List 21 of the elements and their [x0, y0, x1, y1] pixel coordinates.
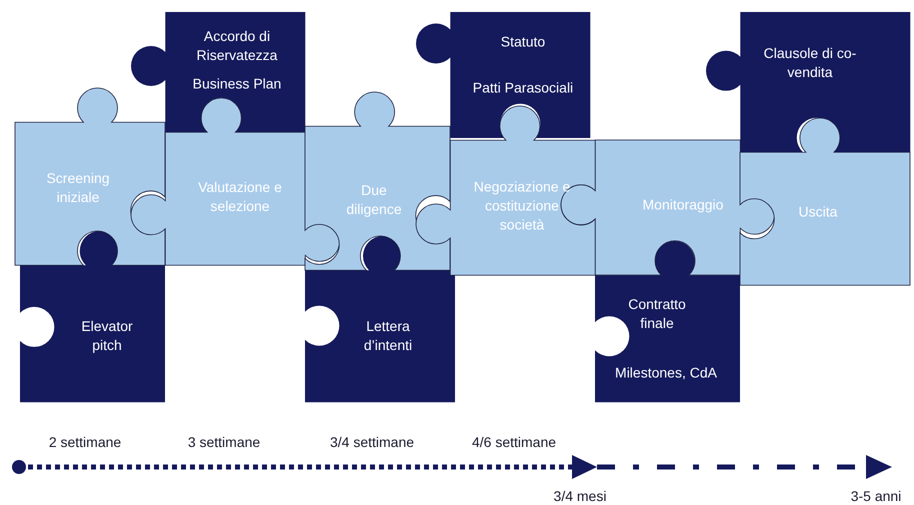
piece-label: Screening iniziale: [45, 169, 111, 207]
duration-label: 3 settimane: [188, 434, 260, 450]
piece-label: Negoziazione e costituzione società: [472, 178, 572, 234]
piece-label: Valutazione e selezione: [197, 178, 283, 216]
duration-label: 2 settimane: [48, 434, 122, 450]
piece-label: Accordo di Riservatezza: [196, 27, 278, 65]
piece-label: Monitoraggio: [642, 196, 724, 214]
piece-label: Contratto finale: [627, 295, 687, 333]
piece-label: Milestones, CdA: [614, 364, 718, 382]
piece-label: Business Plan: [192, 74, 282, 94]
piece-label: Patti Parasociali: [472, 78, 574, 98]
piece-label: Due diligence: [345, 181, 403, 219]
piece-label: Elevator pitch: [80, 317, 134, 355]
duration-label: 4/6 settimane: [472, 434, 556, 450]
duration-label: 3/4 mesi: [554, 488, 606, 504]
piece-label: Statuto: [500, 32, 546, 52]
duration-label: 3/4 settimane: [330, 434, 414, 450]
piece-label: Uscita: [798, 202, 838, 222]
piece-label: Clausole di co-vendita: [762, 44, 858, 82]
piece-label: Lettera d’intenti: [362, 317, 414, 355]
duration-label: 3-5 anni: [850, 488, 902, 504]
